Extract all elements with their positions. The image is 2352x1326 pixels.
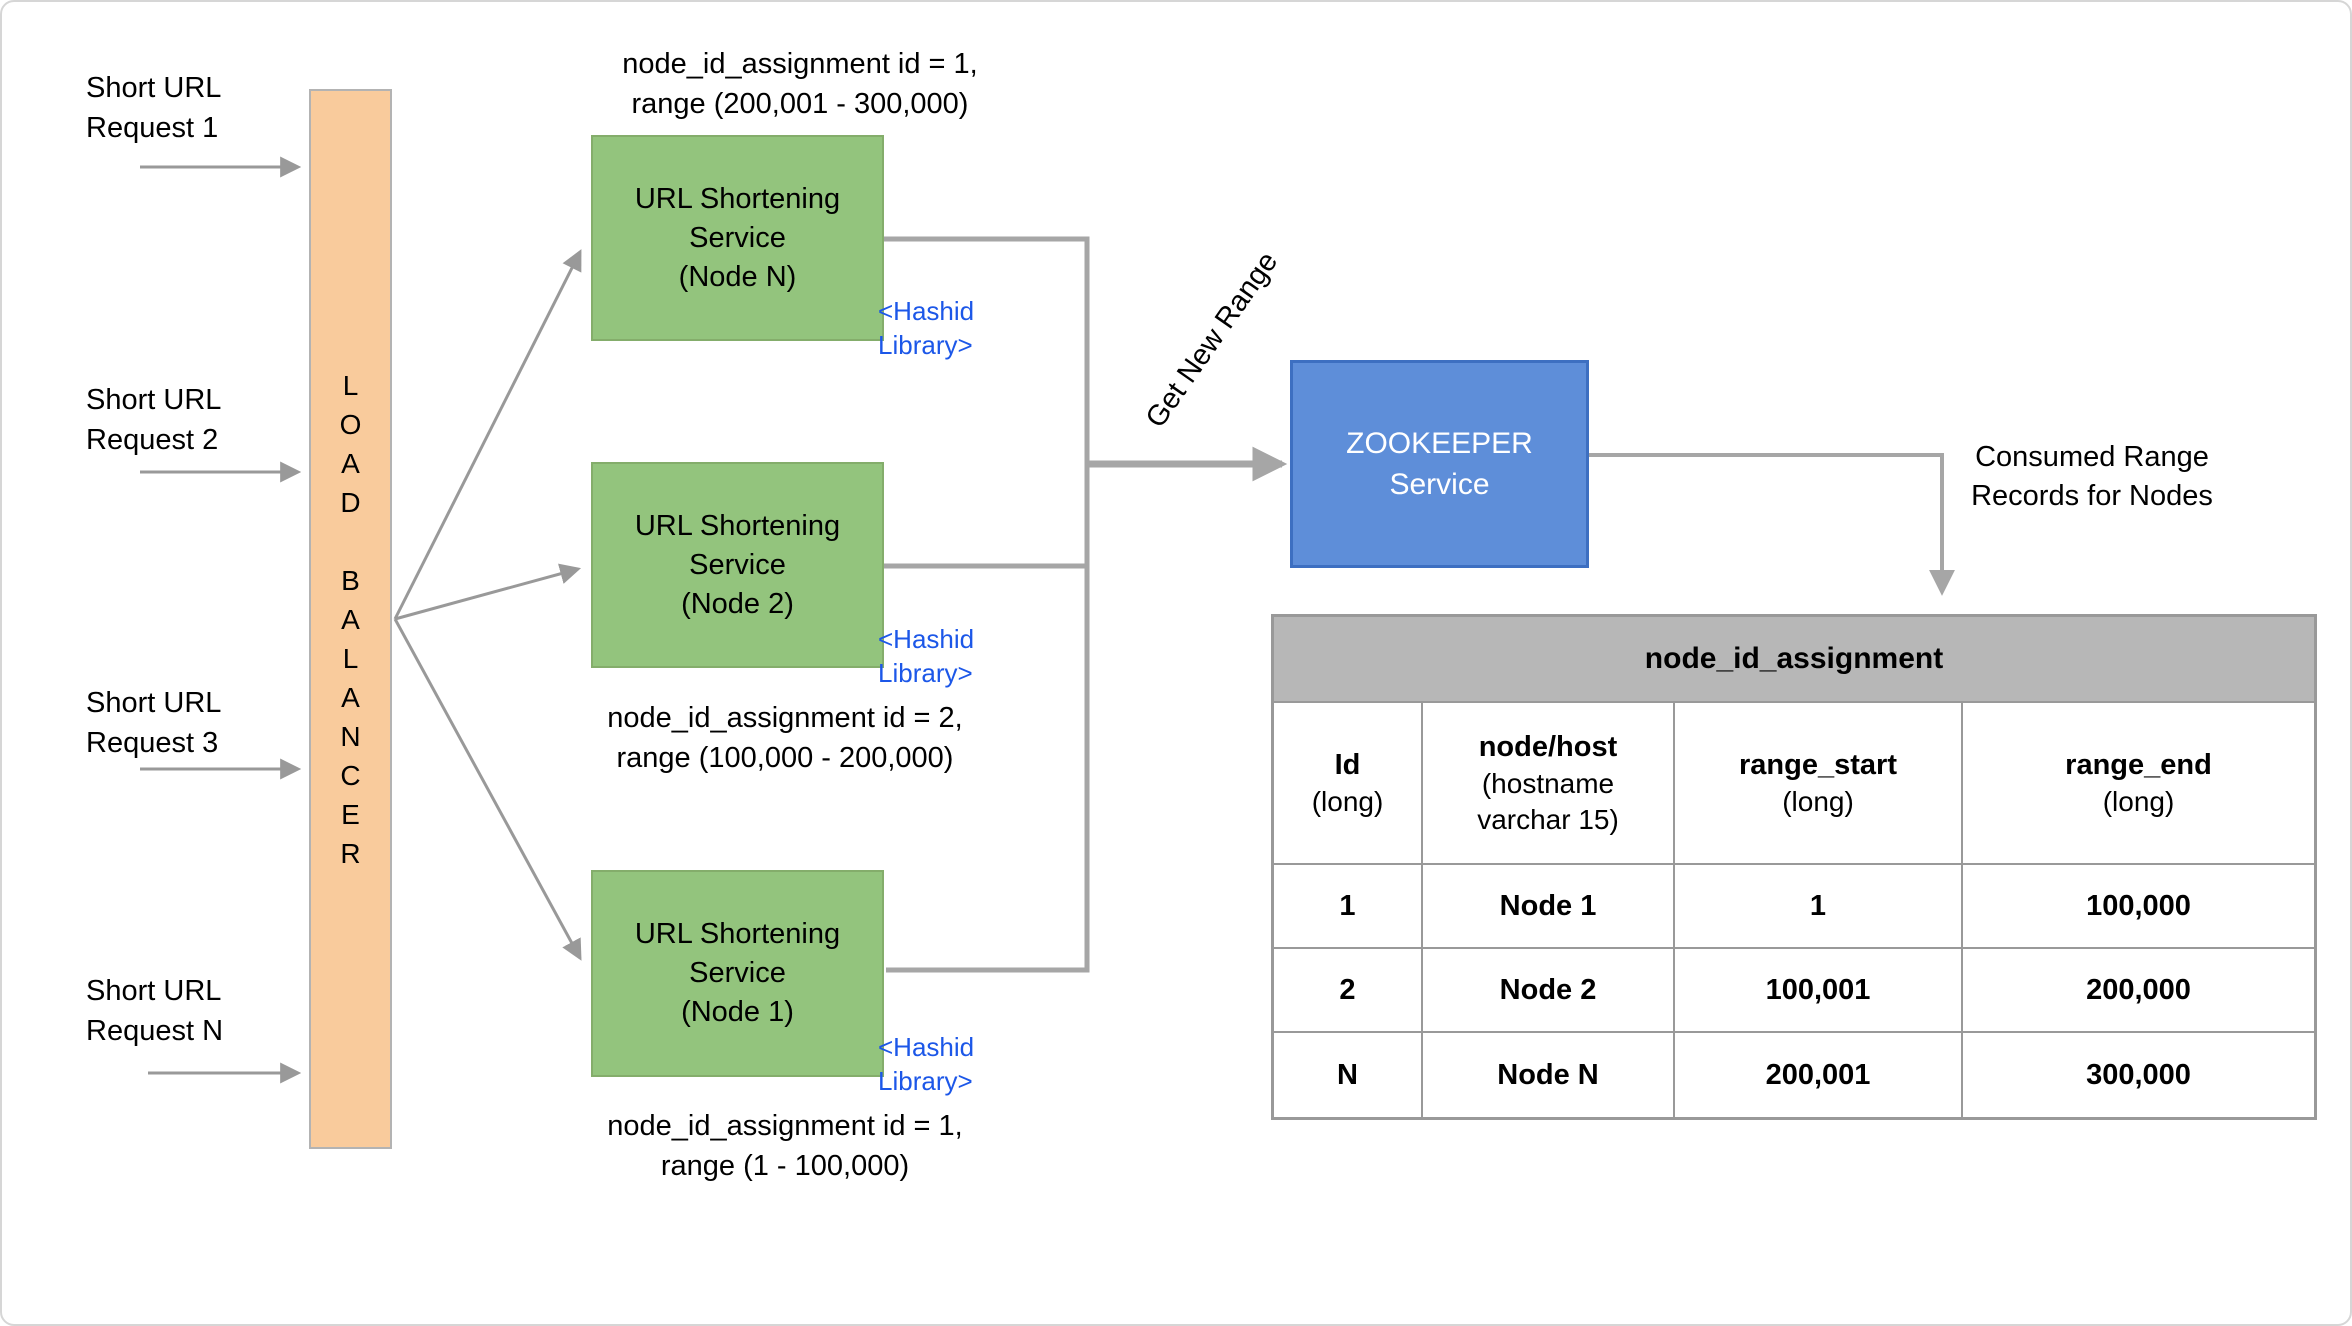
column-name: node/host (1478, 731, 1618, 763)
node-1-range-annotation: node_id_assignment id = 1, range (1 - 10… (607, 1110, 963, 1182)
load-balancer-label: L O A D B A L A N C E R (339, 369, 362, 869)
consumed-range-label: Consumed Range Records for Nodes (1971, 441, 2213, 512)
table-cell: Node 1 (1423, 865, 1675, 949)
hashid-library-label: <Hashid Library> (878, 624, 975, 688)
column-type: (long) (1311, 786, 1384, 817)
node-id-assignment-table: node_id_assignment Id (long) node/host (… (1271, 614, 2317, 1120)
short-url-request-3-label: Short URL Request 3 (86, 687, 222, 759)
short-url-request-1-label: Short URL Request 1 (86, 72, 222, 144)
table-row: 1 Node 1 1 100,000 (1274, 865, 2314, 949)
column-name: range_start (1739, 749, 1897, 781)
zookeeper-label: ZOOKEEPER Service (1346, 427, 1533, 501)
table-title: node_id_assignment (1274, 617, 2314, 703)
column-name: Id (1334, 749, 1361, 781)
table-cell: Node N (1423, 1033, 1675, 1117)
node-n-range-annotation: node_id_assignment id = 1, range (200,00… (622, 48, 978, 120)
short-url-request-2-label: Short URL Request 2 (86, 384, 222, 456)
hashid-library-label: <Hashid Library> (878, 1032, 975, 1096)
lb-to-node-2-arrow (394, 563, 582, 621)
column-type: (hostname varchar 15) (1477, 768, 1619, 835)
column-header-range-start: range_start (long) (1675, 703, 1963, 865)
column-type: (long) (1782, 786, 1854, 817)
table-cell: 1 (1274, 865, 1423, 949)
table-cell: 200,000 (1963, 949, 2314, 1033)
service-node-n-box: URL Shortening Service (Node N) (591, 135, 884, 341)
column-header-id: Id (long) (1274, 703, 1423, 865)
table-cell: 100,001 (1675, 949, 1963, 1033)
table-cell: Node 2 (1423, 949, 1675, 1033)
column-type: (long) (2102, 786, 2175, 817)
service-node-2-label: URL Shortening Service (Node 2) (634, 509, 841, 620)
service-node-1-box: URL Shortening Service (Node 1) (591, 870, 884, 1077)
zookeeper-box: ZOOKEEPER Service (1290, 360, 1589, 568)
service-node-2-box: URL Shortening Service (Node 2) (591, 462, 884, 668)
load-balancer-box: L O A D B A L A N C E R (309, 89, 392, 1149)
table-cell: 300,000 (2086, 1058, 2191, 1091)
column-header-node-host: node/host (hostname varchar 15) (1423, 703, 1675, 865)
lb-to-node-n-arrow (393, 249, 582, 620)
service-node-n-label: URL Shortening Service (Node N) (634, 182, 841, 293)
node-2-range-annotation: node_id_assignment id = 2, range (100,00… (607, 702, 963, 774)
column-header-range-end: range_end (long) (1963, 703, 2314, 865)
service-node-1-label: URL Shortening Service (Node 1) (634, 918, 841, 1028)
table-row: N Node N 200,001 300,000 (1274, 1033, 2314, 1117)
short-url-request-n-label: Short URL Request N (86, 975, 224, 1047)
column-name: range_end (2065, 749, 2212, 781)
hashid-library-label: <Hashid Library> (878, 296, 975, 360)
table-cell: 1 (1675, 865, 1963, 949)
lb-to-node-1-arrow (393, 618, 582, 961)
table-cell: 200,001 (1675, 1033, 1963, 1117)
table-header-row: Id (long) node/host (hostname varchar 15… (1274, 703, 2314, 865)
table-row: 2 Node 2 100,001 200,000 (1274, 949, 2314, 1033)
table-cell: 100,000 (1963, 865, 2314, 949)
table-cell: N (1274, 1033, 1423, 1117)
table-cell: 2 (1274, 949, 1423, 1033)
zookeeper-to-table-arrow (1589, 453, 1955, 596)
